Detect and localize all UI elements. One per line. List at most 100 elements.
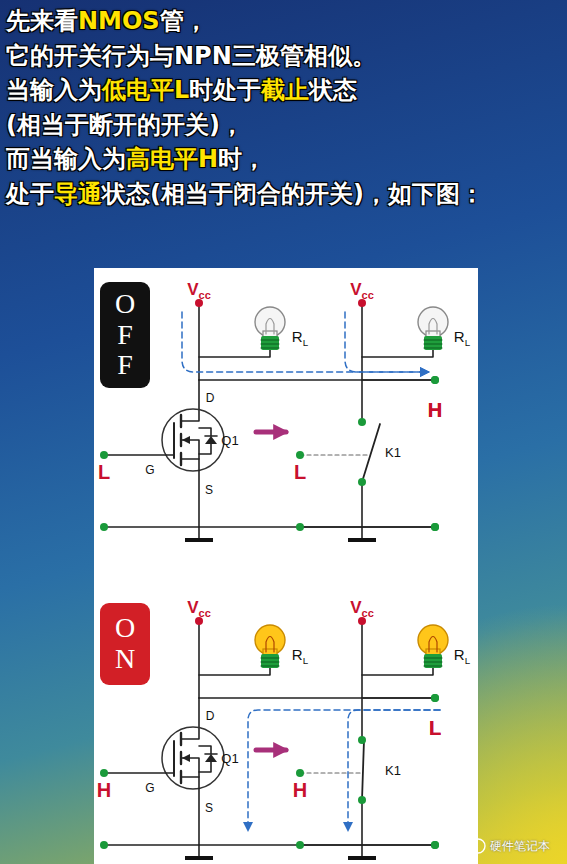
ground-rail: [104, 844, 435, 846]
body-diode: [205, 754, 217, 762]
switch-wire: [361, 800, 363, 845]
ground-symbol: [185, 856, 213, 860]
white-panel: [94, 268, 478, 864]
drain-wire: [181, 380, 199, 421]
lamp-base-thread: [424, 658, 442, 659]
lamp-base-thread: [261, 666, 279, 667]
lamp-glass: [255, 625, 285, 655]
lamp-filament: [429, 319, 437, 335]
ground-symbol: [348, 538, 376, 542]
logic-level: L: [98, 462, 110, 482]
supply-label: Vcc: [187, 281, 211, 298]
ground-wire: [198, 845, 200, 856]
terminal-dot: [100, 523, 108, 531]
terminal-dot: [431, 694, 439, 702]
switch-blade: [362, 424, 380, 482]
logic-level: H: [293, 780, 307, 800]
mosfet-circuit: [100, 299, 439, 542]
terminal-dot: [296, 523, 304, 531]
mosfet-body: [162, 409, 224, 471]
lamp-base-thread: [261, 340, 279, 341]
diode-wire: [199, 746, 211, 754]
channel-segment: [180, 415, 182, 427]
equivalence-arrow: [256, 748, 286, 753]
lamp-filament: [429, 637, 437, 653]
terminal-dot: [431, 523, 439, 531]
load-label: RL: [292, 647, 308, 662]
ground-wire: [361, 527, 363, 538]
terminal-dot: [100, 841, 108, 849]
lamp-base-thread: [261, 344, 279, 345]
logic-level: L: [294, 462, 306, 482]
logic-level: H: [97, 780, 111, 800]
supply-wire: [198, 303, 200, 380]
lamp-base-thread: [261, 662, 279, 663]
logic-level: H: [428, 400, 442, 420]
gate-plate: [173, 741, 175, 776]
supply-label: Vcc: [187, 599, 211, 616]
terminal-dot: [100, 451, 108, 459]
channel-arrow: [182, 754, 190, 762]
supply-wire: [361, 303, 363, 422]
terminal-dot: [431, 376, 439, 384]
lamp-filament: [266, 319, 274, 335]
part-name: K1: [385, 764, 401, 777]
switch-wire: [361, 482, 363, 527]
switch-control-link: [300, 772, 361, 773]
lamp-symbol: [255, 625, 285, 668]
switch-control-link: [300, 454, 368, 455]
source-wire: [181, 459, 199, 527]
ground-rail: [300, 844, 435, 846]
terminal-dot: [100, 769, 108, 777]
ground-symbol: [185, 538, 213, 542]
current-flow-arrow: [345, 312, 428, 372]
lamp-base-thread: [424, 662, 442, 663]
part-name: K1: [385, 446, 401, 459]
off-state-badge: OFF: [100, 282, 150, 388]
lamp-base: [424, 654, 442, 668]
terminal-dot: [431, 376, 439, 384]
pin-name: G: [145, 464, 154, 476]
diode-wire: [199, 762, 211, 772]
ground-rail: [104, 526, 435, 528]
ground-rail: [300, 526, 435, 528]
drain-wire: [181, 698, 199, 739]
lamp-base: [424, 336, 442, 350]
state-word: OFF: [111, 289, 139, 381]
current-flow-arrow: [248, 710, 440, 830]
lamp-base: [261, 654, 279, 668]
terminal-dot: [358, 796, 366, 804]
supply-label: Vcc: [350, 281, 374, 298]
diode-bar: [205, 753, 217, 755]
lamp-wire: [362, 668, 433, 675]
diode-bar: [205, 435, 217, 437]
channel-arrow: [182, 436, 190, 444]
lamp-base-thread: [424, 340, 442, 341]
lamp-base-thread: [424, 666, 442, 667]
supply-wire: [198, 621, 200, 698]
load-label: RL: [454, 647, 470, 662]
pin-name: D: [206, 392, 215, 404]
terminal-dot: [358, 478, 366, 486]
supply-wire: [361, 621, 363, 740]
lamp-base: [261, 336, 279, 350]
watermark-icon: [471, 839, 485, 853]
switch-circuit: [296, 299, 448, 542]
gate-plate: [173, 423, 175, 458]
output-wire: [199, 379, 435, 381]
ground-wire: [198, 527, 200, 538]
lamp-base-thread: [261, 658, 279, 659]
output-wire: [362, 697, 435, 699]
lamp-filament: [266, 637, 274, 653]
watermark-icon-bubble: [471, 839, 485, 853]
gate-wire: [104, 454, 174, 456]
part-name: Q1: [221, 752, 238, 765]
terminal-dot: [358, 736, 366, 744]
supply-label: Vcc: [350, 599, 374, 616]
load-label: RL: [454, 329, 470, 344]
terminal-dot: [431, 841, 439, 849]
lamp-wire: [199, 350, 270, 357]
lamp-base-thread: [424, 348, 442, 349]
equivalence-arrow: [256, 430, 286, 435]
